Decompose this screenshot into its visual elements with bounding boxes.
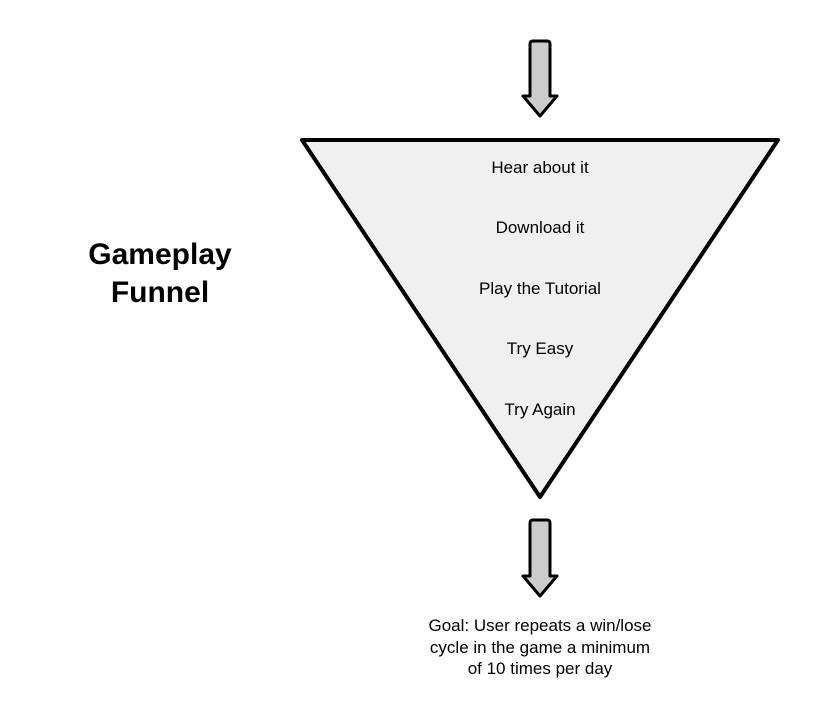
funnel-stage: Download it <box>495 218 585 237</box>
goal-line-1: Goal: User repeats a win/lose <box>428 616 652 635</box>
diagram-title: Gameplay Funnel <box>60 236 260 312</box>
funnel-stage: Hear about it <box>491 158 589 177</box>
title-line-1: Gameplay <box>88 238 232 271</box>
goal-text: Goal: User repeats a win/lose cycle in t… <box>400 615 680 680</box>
goal-line-2: cycle in the game a minimum <box>429 637 651 657</box>
top-arrow <box>521 39 559 118</box>
bottom-arrow <box>521 518 559 598</box>
goal-line-3: of 10 times per day <box>467 659 613 678</box>
funnel-triangle <box>300 138 780 499</box>
funnel-stage: Try Again <box>504 400 576 419</box>
funnel-stage: Play the Tutorial <box>479 279 601 298</box>
funnel-stage: Try Easy <box>506 339 574 358</box>
title-line-2: Funnel <box>110 276 210 309</box>
